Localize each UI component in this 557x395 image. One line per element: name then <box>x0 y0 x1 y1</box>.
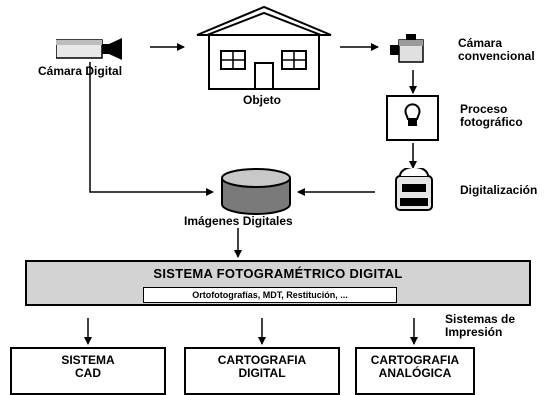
house-object-icon <box>196 5 332 90</box>
cartografia-digital-box: CARTOGRAFIA DIGITAL <box>184 347 340 395</box>
digitalizacion-label: Digitalización <box>460 183 538 197</box>
camara-convencional-label: Cámara convencional <box>458 36 535 63</box>
digital-camera-icon <box>56 38 122 60</box>
conventional-camera-icon <box>390 34 424 63</box>
sistema-fotogrametrico-box: SISTEMA FOTOGRAMÉTRICO DIGITAL Ortofotog… <box>25 260 531 306</box>
objeto-label: Objeto <box>243 93 281 107</box>
arrow-camera-to-images <box>89 62 214 196</box>
sistemas-impresion-label: Sistemas de Impresión <box>445 312 516 339</box>
imagenes-digitales-label: Imágenes Digitales <box>184 214 293 228</box>
sistema-cad-box: SISTEMA CAD <box>10 347 166 395</box>
camara-digital-label: Cámara Digital <box>38 64 123 78</box>
productos-box: Ortofotografías, MDT, Restitución, ... <box>143 287 397 303</box>
photo-process-bulb-icon <box>386 95 439 141</box>
disk-storage-icon <box>221 168 291 215</box>
scanner-icon <box>395 168 433 211</box>
sistema-fotogrametrico-title: SISTEMA FOTOGRAMÉTRICO DIGITAL <box>153 266 403 281</box>
proceso-fotografico-label: Proceso fotográfico <box>460 102 523 129</box>
cartografia-analogica-box: CARTOGRAFIA ANALÓGICA <box>355 347 475 395</box>
